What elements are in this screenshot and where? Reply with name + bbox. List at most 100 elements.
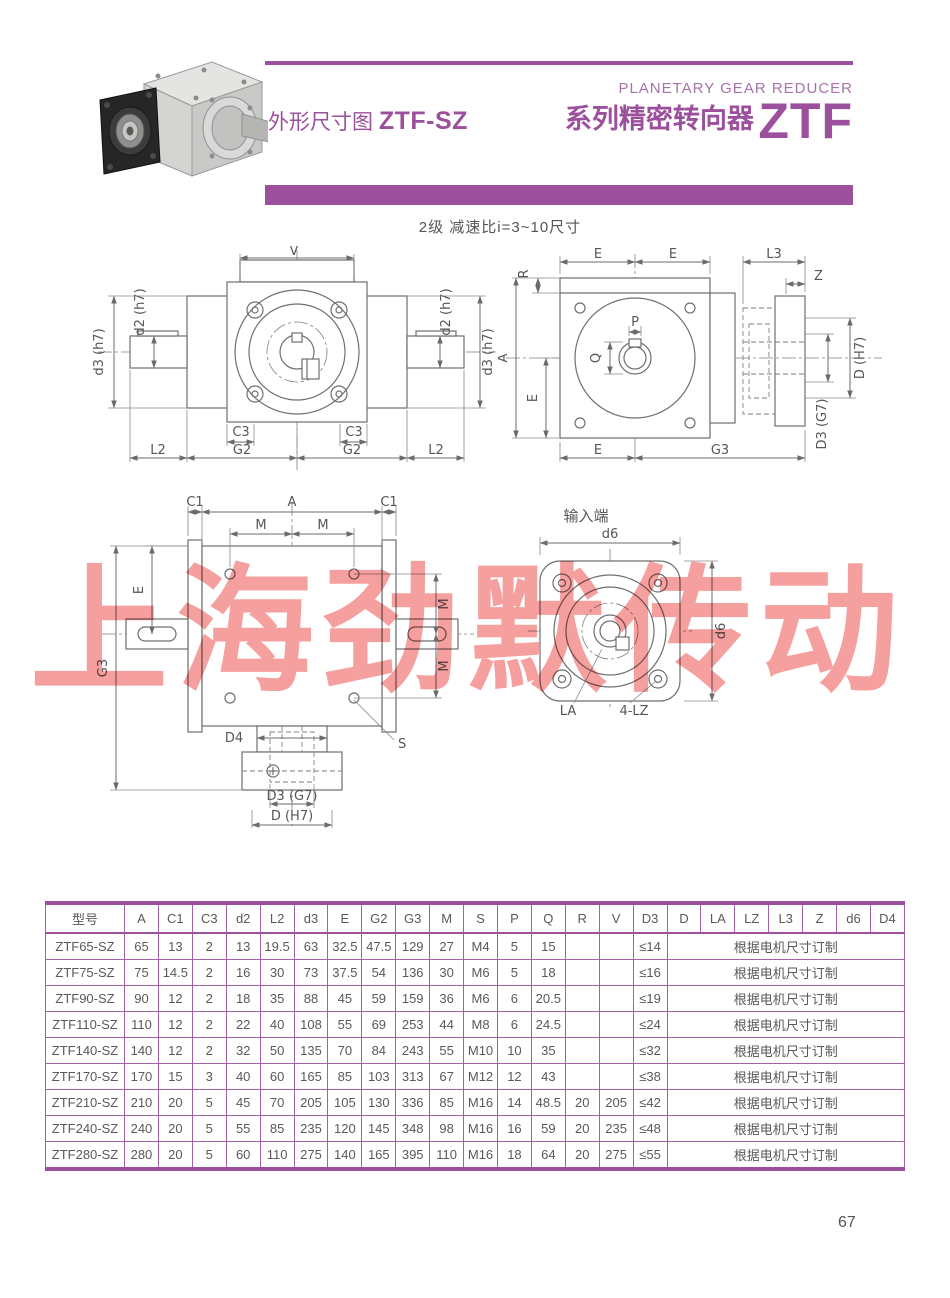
value-cell bbox=[564, 1037, 600, 1064]
column-header: LA bbox=[700, 902, 736, 934]
dim-label-c1-left: C1 bbox=[186, 495, 203, 510]
value-cell: 20 bbox=[564, 1089, 600, 1116]
value-cell: 14 bbox=[496, 1089, 532, 1116]
column-header: V bbox=[598, 902, 634, 934]
dim-label-d-h7: D (H7) bbox=[271, 809, 313, 824]
value-cell: 20 bbox=[564, 1141, 600, 1170]
model-cell: ZTF240-SZ bbox=[45, 1115, 125, 1142]
value-cell: 40 bbox=[259, 1011, 295, 1038]
value-cell: 253 bbox=[395, 1011, 431, 1038]
value-cell: 275 bbox=[598, 1141, 634, 1170]
dim-label-l2-left: L2 bbox=[150, 443, 166, 458]
dim-label-e-left: E bbox=[526, 394, 541, 402]
model-cell: ZTF110-SZ bbox=[45, 1011, 125, 1038]
value-cell: 13 bbox=[157, 932, 193, 960]
value-cell bbox=[564, 1063, 600, 1090]
dim-label-l3: L3 bbox=[766, 247, 782, 262]
value-cell: 63 bbox=[293, 932, 329, 960]
dim-label-e-top2: E bbox=[669, 247, 677, 262]
drawing-front-view: V d2 (h7) d3 (h7) d2 (h7) d3 (h7) C3 C3 … bbox=[92, 246, 496, 470]
dim-label-4lz: 4-LZ bbox=[619, 704, 648, 719]
dim-label-c3-left: C3 bbox=[232, 425, 249, 440]
value-cell: M16 bbox=[463, 1115, 498, 1142]
value-cell: 37.5 bbox=[327, 959, 363, 986]
column-header: G3 bbox=[395, 902, 431, 934]
page-number: 67 bbox=[838, 1214, 856, 1231]
value-cell: M4 bbox=[463, 932, 498, 960]
model-cell: ZTF170-SZ bbox=[45, 1063, 125, 1090]
column-header: M bbox=[429, 902, 465, 934]
value-cell: 85 bbox=[259, 1115, 295, 1142]
value-cell: 35 bbox=[259, 985, 295, 1012]
value-cell bbox=[564, 932, 600, 960]
value-cell: ≤42 bbox=[632, 1089, 668, 1116]
value-cell: 110 bbox=[259, 1141, 295, 1170]
value-cell: 20.5 bbox=[530, 985, 566, 1012]
value-cell: 70 bbox=[327, 1037, 363, 1064]
value-cell: 69 bbox=[361, 1011, 397, 1038]
column-header: S bbox=[463, 902, 498, 934]
value-cell: 13 bbox=[225, 932, 261, 960]
value-cell: 12 bbox=[157, 1037, 193, 1064]
column-header: D4 bbox=[869, 902, 906, 934]
note-cell: 根据电机尺寸订制 bbox=[666, 1141, 905, 1170]
dim-label-d4: D4 bbox=[225, 731, 243, 746]
value-cell: 18 bbox=[530, 959, 566, 986]
value-cell: 280 bbox=[124, 1141, 159, 1170]
note-cell: 根据电机尺寸订制 bbox=[666, 1089, 905, 1116]
note-cell: 根据电机尺寸订制 bbox=[666, 1115, 905, 1142]
dim-label-e-bottom: E bbox=[594, 443, 602, 458]
value-cell bbox=[564, 1011, 600, 1038]
value-cell: 12 bbox=[157, 1011, 193, 1038]
dim-label-a: A bbox=[498, 353, 511, 362]
dim-label-z: Z bbox=[814, 269, 823, 284]
value-cell: 24.5 bbox=[530, 1011, 566, 1038]
model-cell: ZTF280-SZ bbox=[45, 1141, 125, 1170]
column-header: Q bbox=[530, 902, 566, 934]
column-header: LZ bbox=[734, 902, 770, 934]
value-cell: 20 bbox=[157, 1089, 193, 1116]
dim-label-d3-g7: D3 (G7) bbox=[267, 789, 318, 804]
value-cell bbox=[598, 959, 634, 986]
value-cell: 12 bbox=[496, 1063, 532, 1090]
bolt-holes bbox=[246, 301, 348, 403]
column-header: 型号 bbox=[45, 902, 125, 934]
value-cell: 210 bbox=[124, 1089, 159, 1116]
value-cell: 20 bbox=[564, 1115, 600, 1142]
title-model: ZTF-SZ bbox=[378, 107, 468, 135]
dim-label-a: A bbox=[288, 495, 297, 510]
value-cell: 136 bbox=[395, 959, 431, 986]
note-cell: 根据电机尺寸订制 bbox=[666, 1037, 905, 1064]
value-cell: 59 bbox=[361, 985, 397, 1012]
value-cell: 75 bbox=[124, 959, 159, 986]
value-cell: 170 bbox=[124, 1063, 159, 1090]
value-cell: 45 bbox=[327, 985, 363, 1012]
value-cell: 2 bbox=[191, 1011, 227, 1038]
dim-label-d-h7: D (H7) bbox=[853, 337, 868, 379]
value-cell: 55 bbox=[429, 1037, 465, 1064]
product-photo bbox=[99, 61, 268, 177]
dim-label-m-right1: M bbox=[437, 598, 452, 609]
value-cell: M16 bbox=[463, 1089, 498, 1116]
dim-label-g3: G3 bbox=[96, 659, 111, 677]
page-title: 外形尺寸图 ZTF-SZ bbox=[268, 106, 468, 136]
series-model: ZTF bbox=[758, 93, 853, 149]
value-cell: 129 bbox=[395, 932, 431, 960]
value-cell: 243 bbox=[395, 1037, 431, 1064]
value-cell bbox=[564, 959, 600, 986]
value-cell: 35 bbox=[530, 1037, 566, 1064]
value-cell: ≤55 bbox=[632, 1141, 668, 1170]
value-cell: 2 bbox=[191, 1037, 227, 1064]
drawing-subtitle: 2级 减速比i=3~10尺寸 bbox=[418, 219, 582, 236]
value-cell: 165 bbox=[361, 1141, 397, 1170]
value-cell: 20 bbox=[157, 1141, 193, 1170]
value-cell: 60 bbox=[225, 1141, 261, 1170]
